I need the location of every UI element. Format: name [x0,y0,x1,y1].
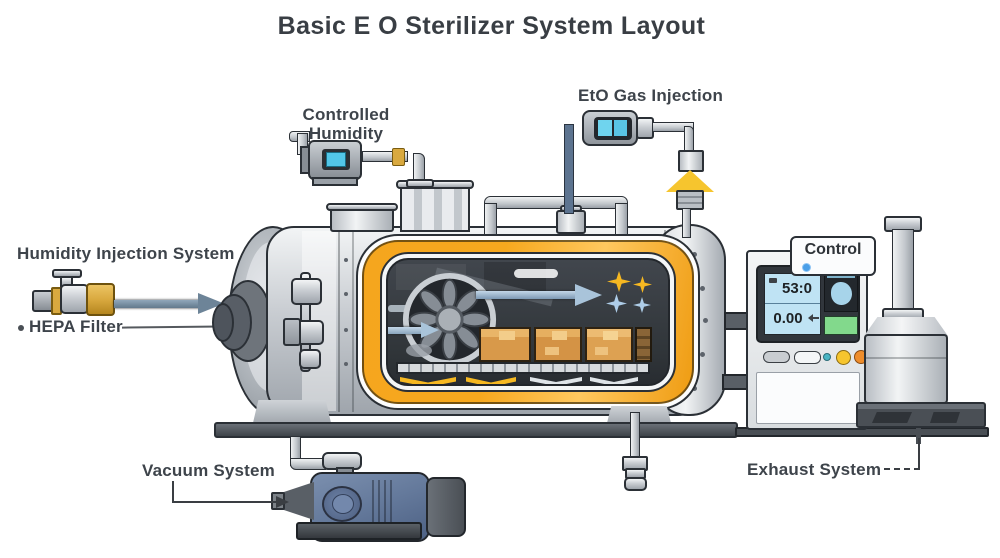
chamber-top-port-main [400,186,470,232]
cabinet-lower-panel [756,372,860,424]
chevron-white-icon [530,377,582,384]
humidity-unit-screen [326,152,346,167]
display-row-2: 0.00 [765,306,820,334]
display-small-icon [769,278,777,283]
vacuum-pump-endcap [426,477,466,537]
exhaust-tank-seam [866,357,946,359]
cabinet-button-teal [823,353,831,361]
interior-highlight-pill [514,269,558,278]
drain-fitting [624,477,647,491]
display-row-1: 53:0 [765,274,820,304]
control-label-card: Control [790,236,876,276]
control-blue-dot-icon [802,263,811,272]
sparkle-yellow-icon [607,271,631,292]
exhaust-leader-dashed [884,468,920,470]
chamber-rivet [344,258,348,262]
cabinet-button-pill-2 [794,351,821,364]
chamber-seam-1 [338,230,340,412]
status-green-block [824,316,858,335]
chamber-handle-top [484,196,628,209]
door-hinge-bracket [283,318,301,346]
chamber-door-knob [212,303,234,342]
eto-pipe-horizontal [652,122,694,132]
drain-pipe [630,412,640,460]
label-vacuum-system: Vacuum System [142,461,275,480]
chamber-top-port-small-lip [326,203,398,211]
airflow-arrow-small-left [388,322,440,338]
valve-brass-nut [86,283,115,316]
humidity-pipe-horizontal [362,151,408,162]
cabinet-button-yellow [836,350,851,365]
chamber-rivet [344,362,348,366]
exhaust-stack-pipe [892,229,914,312]
chamber-top-port-main-lip [396,180,474,189]
page-title: Basic E O Sterilizer System Layout [277,12,706,40]
load-box [534,327,582,362]
vacuum-leader-v [172,481,174,503]
label-exhaust-system: Exhaust System [747,460,882,479]
vacuum-pump-ribs [368,480,394,522]
door-hinge-block-low [299,349,321,369]
chamber-handle-left [484,203,497,236]
vacuum-pipe-elbow [290,458,326,470]
label-controlled-humidity: Controlled Humidity [302,105,390,143]
droplet-icon [831,282,852,305]
cabinet-display-right [824,272,858,312]
humidity-pipe-flange [406,179,434,188]
chamber-rivet [344,328,348,332]
vacuum-leader-h [172,501,278,503]
valve-body [60,284,89,314]
exhaust-base [856,402,986,428]
vacuum-base [296,522,422,540]
display-value-pressure: 0.00 [773,310,803,327]
chevron-white-icon [590,377,638,384]
flange-bolt [700,352,705,357]
eto-unit-screen-bar [614,120,627,136]
chamber-seam-2 [352,230,354,412]
chevron-yellow-icon [400,377,456,384]
vacuum-pump-hub [332,494,354,514]
eto-valve-ribbed [676,190,704,210]
chamber-handle-right [615,203,628,236]
eto-valve-fitting [678,150,704,172]
load-box [585,327,633,362]
humidity-unit-base [312,177,358,186]
humidity-flow-arrow [114,293,224,314]
load-box [479,327,531,362]
sparkle-blue-icon [606,294,627,313]
eto-valve-stem [682,208,691,238]
chevron-yellow-icon [466,377,516,384]
flange-bolt [703,318,708,323]
shelf-rail [396,362,650,374]
interior-blob [406,344,432,357]
display-arrow-icon [810,317,819,319]
cabinet-display: 53:0 0.00 [764,273,821,335]
door-hinge-block-top [291,278,322,305]
label-humidity-injection-system: Humidity Injection System [17,244,235,263]
eto-unit-screen-bar [598,120,612,136]
exhaust-tank [864,334,948,404]
arrow-shaft [114,300,202,308]
eto-valve-triangle-icon [666,170,714,192]
exhaust-leader-v [918,438,920,470]
exhaust-tank-shoulder [864,317,948,336]
chamber-interior [386,258,670,386]
cabinet-button-pill-1 [763,351,790,363]
chamber-top-port-small [330,208,394,232]
label-hepa-filter: HEPA Filter [29,317,123,336]
chamber-rivet [344,292,348,296]
exhaust-leg [916,428,921,444]
display-value-time: 53:0 [781,280,813,297]
hepa-bullet [18,325,24,331]
eto-pipe-blue [564,124,574,214]
sparkle-yellow-icon [633,276,652,293]
flange-bolt [700,286,705,291]
humidity-pipe-brass-band [392,148,405,166]
label-control: Control [804,241,862,258]
vacuum-pump-circle [322,486,362,522]
sparkle-blue-icon [633,297,651,313]
airflow-arrow-main [476,284,604,306]
label-eto-gas-injection: EtO Gas Injection [578,86,724,105]
load-rack-slats [635,327,652,362]
